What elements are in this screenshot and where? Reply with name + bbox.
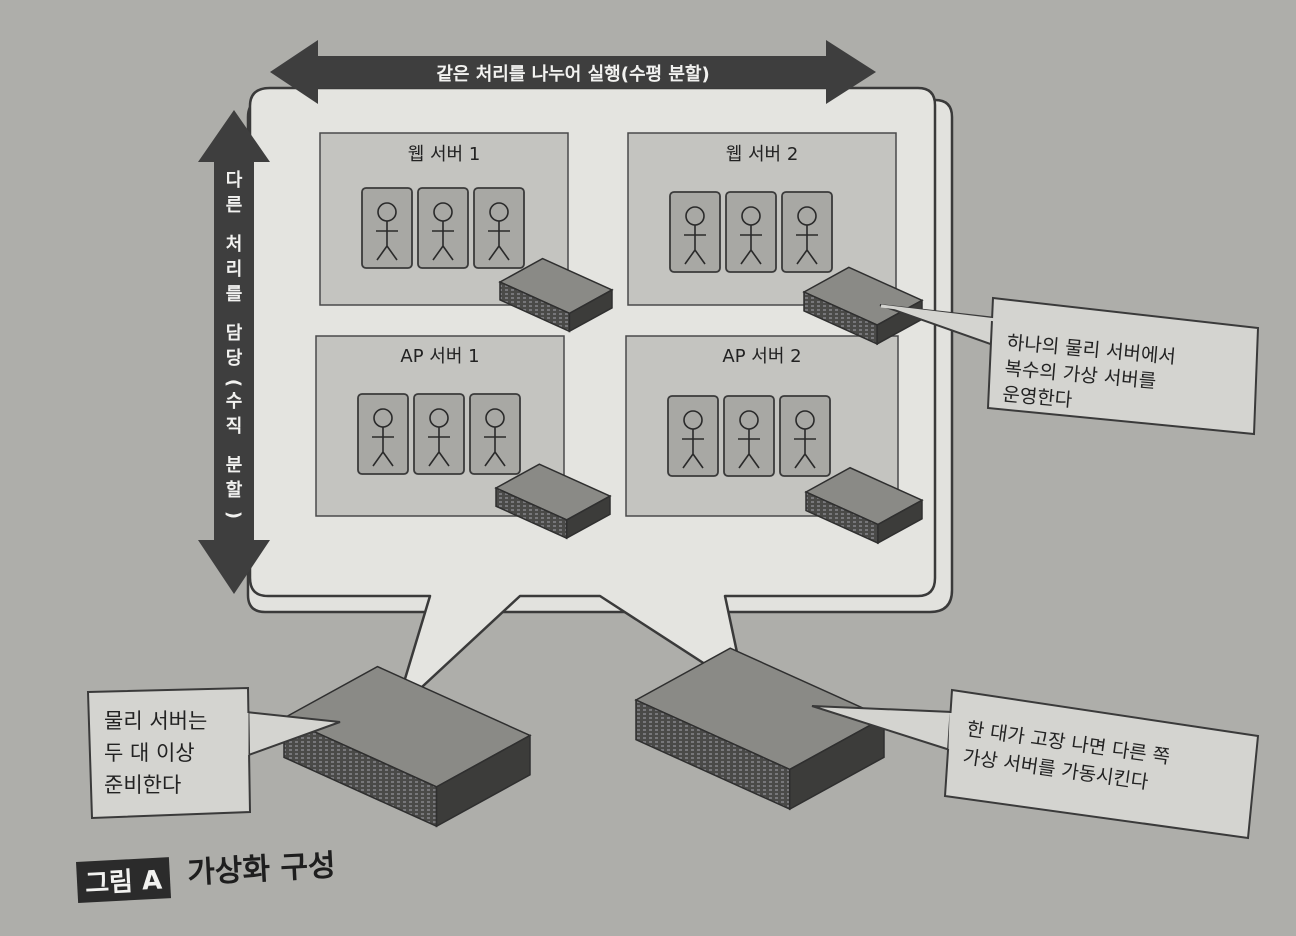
virtual-machine-icon: [667, 395, 719, 477]
server-box-icon: [802, 266, 924, 346]
physical-server-icon: [282, 665, 532, 828]
callout-line: 두 대 이상: [104, 741, 195, 765]
virtual-machine-icon: [779, 395, 831, 477]
virtual-machine-icon: [669, 191, 721, 273]
vertical-label-char: ): [223, 511, 244, 519]
vertical-label-char: 할: [226, 479, 243, 501]
server-label: AP 서버 2: [722, 346, 801, 367]
server-label: 웹 서버 2: [726, 144, 799, 165]
horizontal-split-arrow: 같은 처리를 나누어 실행(수평 분할): [270, 40, 876, 104]
physical-server-icon: [634, 647, 886, 811]
figure-label: 그림 A: [76, 857, 172, 903]
vertical-label-char: 를: [226, 284, 243, 305]
callout-failover: 한 대가 고장 나면 다른 쪽 가상 서버를 가동시킨다: [811, 688, 1260, 840]
vertical-label-char: (: [223, 379, 244, 387]
virtual-machine-icon: [361, 187, 413, 269]
vertical-label-char: 른: [226, 195, 243, 216]
vertical-label-char: 리: [226, 259, 243, 280]
vertical-label-char: 담: [226, 323, 243, 344]
callout-physical-servers: 물리 서버는 두 대 이상 준비한다: [86, 686, 341, 820]
vertical-label-char: 다: [226, 170, 243, 191]
virtual-machine-icon: [473, 187, 525, 269]
callout-line: 물리 서버는: [104, 709, 207, 733]
vertical-label-char: 처: [226, 234, 243, 255]
virtual-machine-icon: [357, 393, 409, 475]
server-box-icon: [804, 466, 924, 545]
virtual-machine-icon: [725, 191, 777, 273]
horizontal-arrow-label: 같은 처리를 나누어 실행(수평 분할): [436, 63, 709, 85]
physical-servers: [282, 647, 886, 828]
vm-icons: [357, 187, 833, 477]
virtual-machine-icon: [417, 187, 469, 269]
callout-virtual-servers: 하나의 물리 서버에서 복수의 가상 서버를 운영한다: [879, 296, 1260, 436]
server-box-icon: [498, 257, 614, 333]
server-box-icons: [494, 257, 924, 545]
server-box-icon: [494, 463, 612, 540]
virtual-machine-icon: [781, 191, 833, 273]
server-label: 웹 서버 1: [408, 144, 481, 165]
virtual-machine-icon: [723, 395, 775, 477]
vertical-label-char: 당: [226, 348, 243, 369]
virtual-machine-icon: [413, 393, 465, 475]
vertical-label-char: 직: [226, 416, 243, 437]
vertical-label-char: 수: [226, 391, 243, 412]
callout-line: 준비한다: [104, 773, 181, 797]
server-label: AP 서버 1: [400, 346, 479, 367]
virtual-machine-icon: [469, 393, 521, 475]
vertical-label-char: 분: [226, 455, 243, 476]
figure-title: 가상화 구성: [186, 848, 337, 891]
